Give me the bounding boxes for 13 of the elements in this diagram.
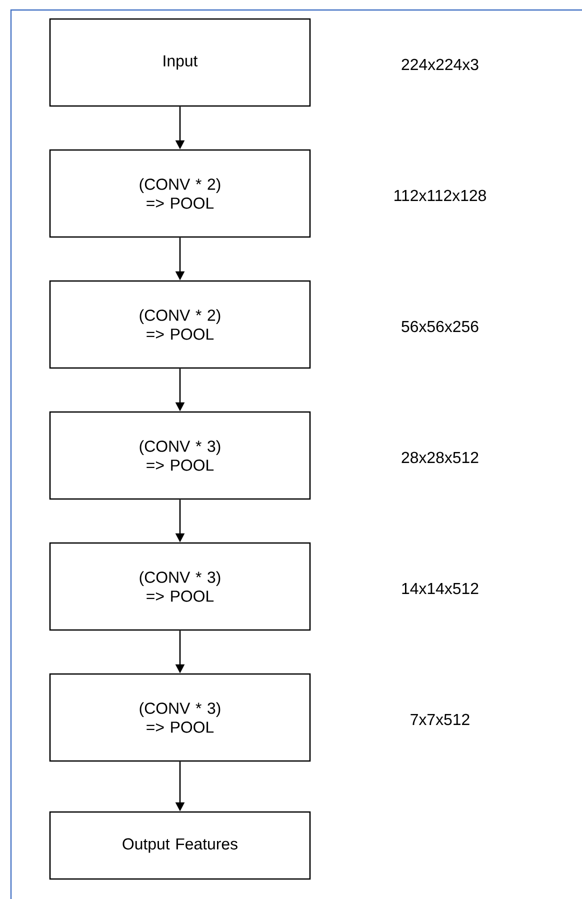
dimension-label: 56x56x256 [402, 320, 478, 332]
process-box: (CONV * 3) => POOL [49, 542, 311, 631]
process-box: Input [49, 18, 311, 107]
process-box: (CONV * 3) => POOL [49, 411, 311, 500]
dimension-label: 112x112x128 [394, 190, 486, 202]
dimension-label: 7x7x512 [410, 714, 470, 726]
process-box: Output Features [49, 811, 311, 880]
dimension-label: 224x224x3 [402, 58, 478, 70]
dimension-label: 14x14x512 [402, 582, 478, 594]
dimension-label: 28x28x512 [402, 452, 478, 464]
process-box: (CONV * 2) => POOL [49, 149, 311, 238]
process-box: (CONV * 3) => POOL [49, 673, 311, 762]
process-box: (CONV * 2) => POOL [49, 280, 311, 369]
